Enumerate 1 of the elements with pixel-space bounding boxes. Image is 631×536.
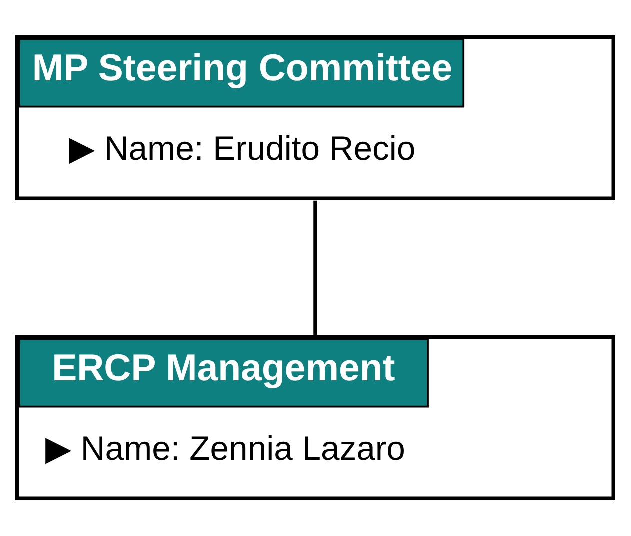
connector [314,200,318,336]
